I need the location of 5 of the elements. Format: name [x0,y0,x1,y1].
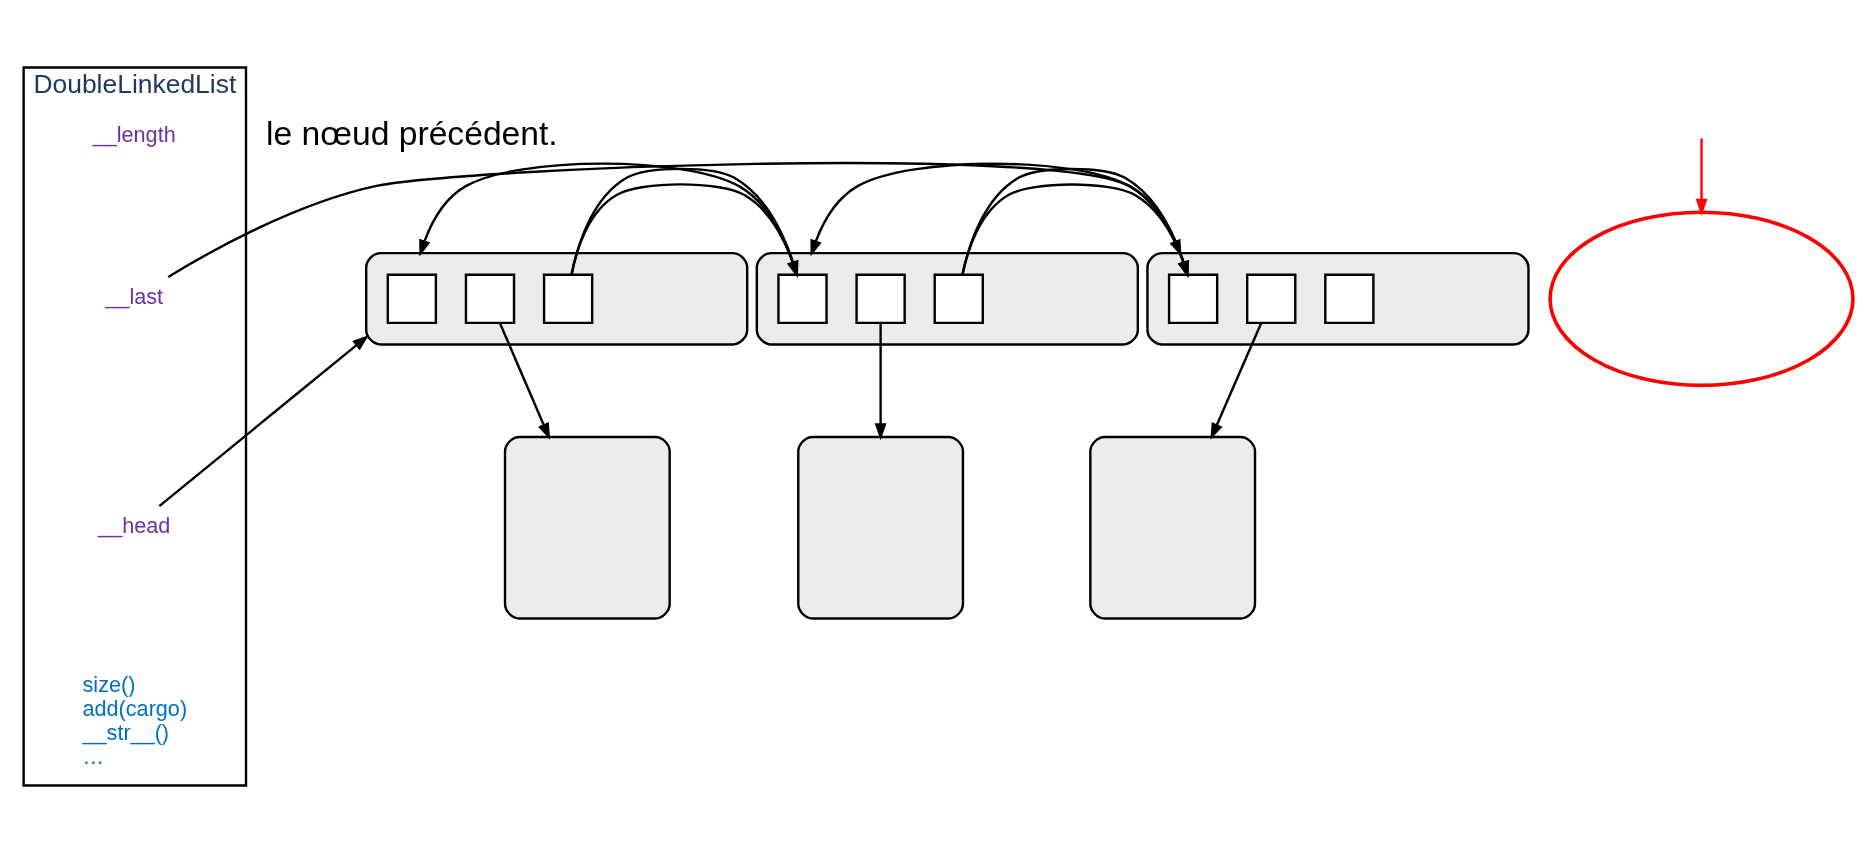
node-text: __last [105,284,164,310]
label: le nœud précédent. [265,115,558,153]
node-text: __head [98,513,171,539]
node-text: __length [92,122,176,148]
node-text: size() add(cargo) __str__() … [82,672,188,770]
